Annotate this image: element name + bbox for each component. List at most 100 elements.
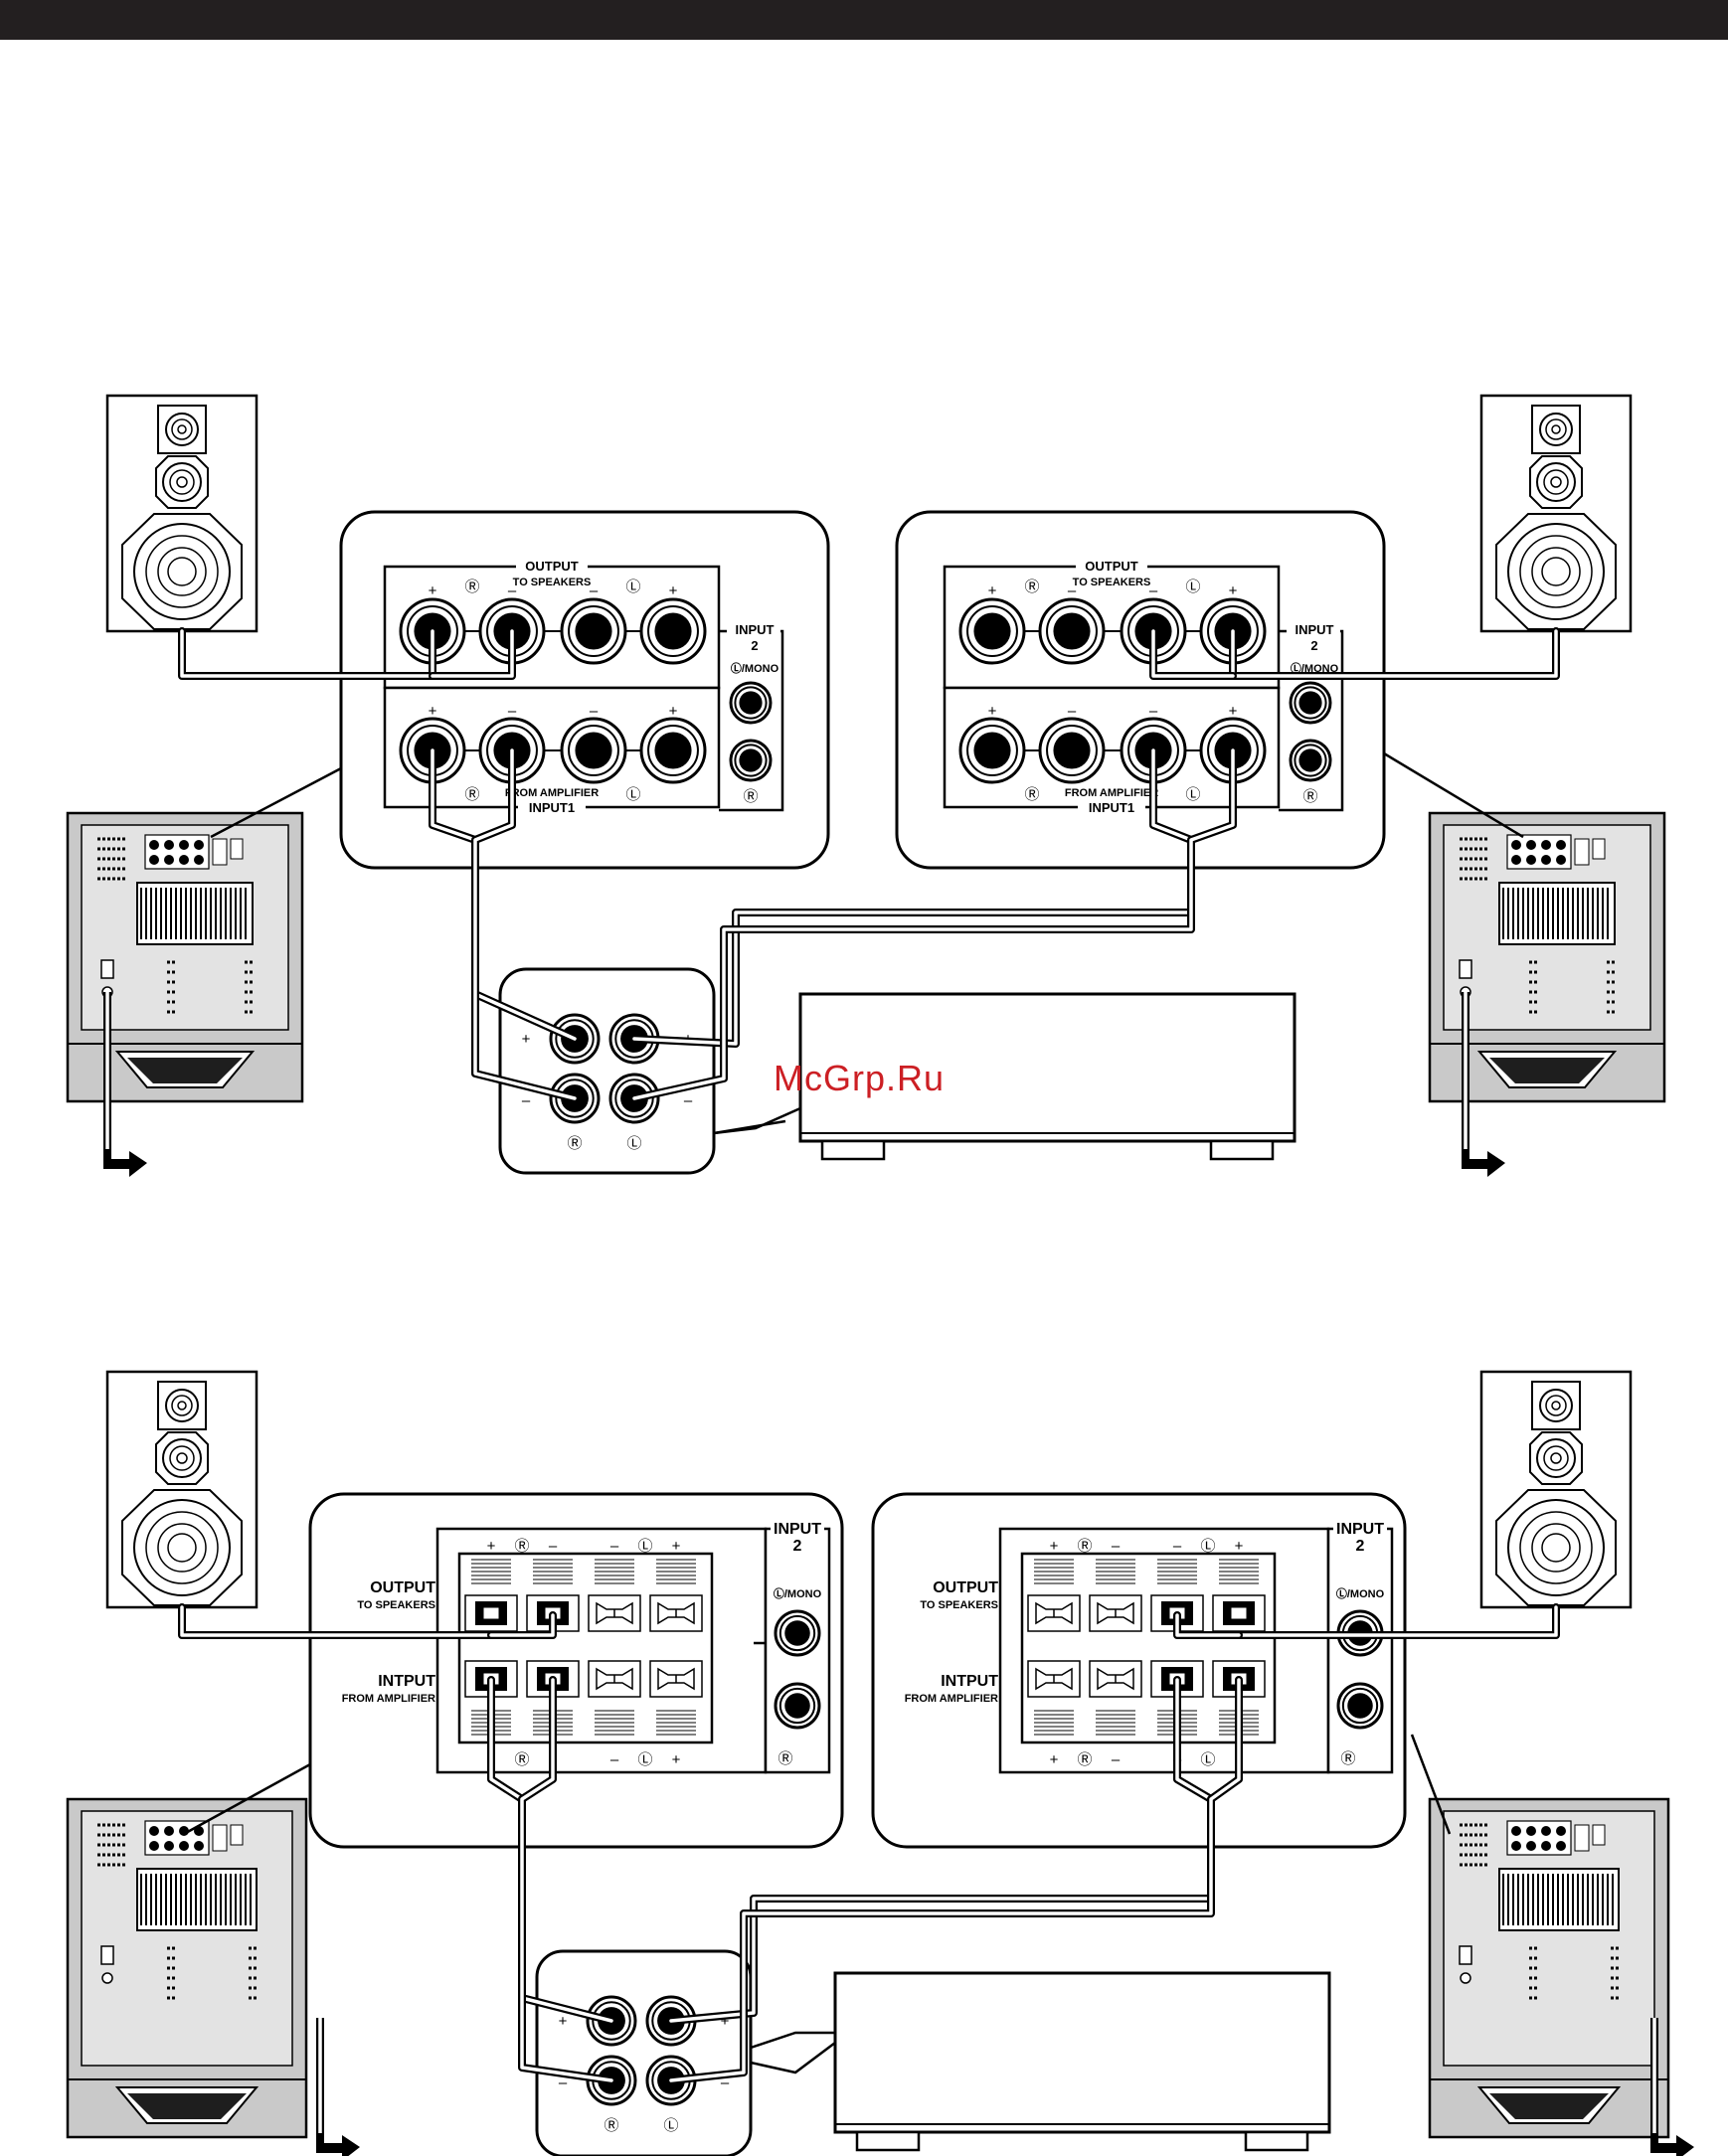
from-amplifier-label: FROM AMPLIFIER (905, 1693, 998, 1705)
polarity-mark: – (721, 2074, 730, 2091)
terminal-jack-icon (958, 597, 1026, 665)
polarity-mark: + (429, 703, 437, 720)
input-label: INTPUT (378, 1673, 435, 1690)
polarity-mark: + (988, 703, 997, 720)
terminal-jack-icon (1038, 717, 1106, 784)
spring-terminal-icon (464, 1594, 518, 1632)
polarity-mark: + (672, 1538, 681, 1555)
to-speakers-label: TO SPEAKERS (357, 1599, 435, 1611)
polarity-mark: – (1068, 582, 1077, 599)
input2-label: INPUT (1336, 1521, 1384, 1538)
terminal-jack-icon (639, 597, 707, 665)
polarity-mark: Ⓛ (637, 1538, 652, 1555)
polarity-mark: + (1229, 703, 1238, 720)
speaker-wire (178, 1603, 495, 1639)
speaker-wire (1149, 627, 1237, 680)
polarity-mark: + (1050, 1751, 1059, 1768)
polarity-mark: + (1235, 1538, 1244, 1555)
amplifier-icon (833, 1971, 1331, 2152)
input2-number: 2 (793, 1538, 802, 1555)
polarity-mark: – (549, 1538, 558, 1555)
polarity-mark: + (522, 1031, 531, 1048)
input-label: INTPUT (941, 1673, 998, 1690)
output-label: OUTPUT (525, 559, 579, 574)
l-mark: Ⓛ (625, 786, 640, 803)
input2-r-mark: Ⓡ (1302, 788, 1317, 805)
polarity-mark: – (1112, 1751, 1121, 1768)
polarity-mark: + (669, 703, 678, 720)
r-mark: Ⓡ (464, 786, 479, 803)
speaker-wire (429, 627, 516, 680)
amp-wire-left-minus (667, 1676, 1243, 2084)
r-mark: Ⓡ (1024, 786, 1039, 803)
polarity-mark: – (684, 1092, 693, 1109)
input2-label: INPUT (1296, 622, 1334, 637)
polarity-mark: Ⓡ (514, 1751, 529, 1768)
terminal-jack-icon (1289, 739, 1332, 782)
polarity-mark: Ⓡ (514, 1538, 529, 1555)
subwoofer-icon (1428, 1797, 1670, 2139)
spring-terminal-icon (649, 1660, 703, 1698)
speaker-cabinet-icon (105, 394, 259, 633)
spring-terminal-icon (1027, 1660, 1081, 1698)
amplifier-icon (798, 992, 1296, 1161)
polarity-mark: Ⓡ (1077, 1538, 1092, 1555)
input1-label: INPUT1 (529, 800, 575, 815)
output-label: OUTPUT (370, 1579, 435, 1596)
polarity-mark: + (487, 1538, 496, 1555)
terminal-jack-icon (1336, 1682, 1384, 1730)
terminal-jack-icon (729, 681, 773, 725)
polarity-mark: + (669, 582, 678, 599)
terminal-jack-icon (560, 717, 627, 784)
polarity-mark: + (672, 1751, 681, 1768)
polarity-mark: + (559, 2013, 568, 2030)
r-mark: Ⓡ (604, 2117, 618, 2134)
polarity-mark: – (1068, 703, 1077, 720)
terminal-jack-icon (560, 597, 627, 665)
amp-wire-right-minus (471, 746, 579, 1102)
terminal-jack-icon (958, 717, 1026, 784)
polarity-mark: – (1149, 703, 1158, 720)
polarity-mark: – (610, 1538, 619, 1555)
from-amplifier-label: FROM AMPLIFIER (342, 1693, 435, 1705)
spring-terminal-icon (588, 1660, 641, 1698)
polarity-mark: – (590, 703, 599, 720)
polarity-mark: – (1173, 1538, 1182, 1555)
polarity-mark: – (522, 1092, 531, 1109)
l-mark: Ⓛ (626, 1135, 641, 1152)
output-label: OUTPUT (933, 1579, 998, 1596)
polarity-mark: + (1050, 1538, 1059, 1555)
to-speakers-label: TO SPEAKERS (513, 577, 592, 588)
amp-wire-left-minus (630, 746, 1237, 1102)
spring-terminal-icon (1027, 1594, 1081, 1632)
spring-terminal-icon (649, 1594, 703, 1632)
r-mark: Ⓡ (1024, 579, 1039, 595)
to-speakers-label: TO SPEAKERS (920, 1599, 998, 1611)
subwoofer-icon (66, 1797, 308, 2139)
input2-label: INPUT (774, 1521, 821, 1538)
watermark: McGrp.Ru (774, 1058, 945, 1098)
polarity-mark: – (508, 582, 517, 599)
ac-plug-arrow-icon (1462, 992, 1505, 1177)
input2-r-mark: Ⓡ (778, 1750, 792, 1767)
l-mark: Ⓛ (625, 579, 640, 595)
subwoofer-icon (66, 811, 304, 1103)
ac-plug-arrow-icon (316, 2018, 360, 2156)
header-bar (0, 0, 1728, 40)
input2-number: 2 (751, 638, 758, 653)
speaker-cabinet-icon (105, 1370, 259, 1609)
ac-plug-arrow-icon (103, 992, 147, 1177)
polarity-mark: – (559, 2074, 568, 2091)
lmono-label: Ⓛ/MONO (774, 1586, 822, 1600)
r-mark: Ⓡ (567, 1135, 582, 1152)
lmono-label: Ⓛ/MONO (1291, 661, 1339, 675)
polarity-mark: – (508, 703, 517, 720)
polarity-mark: Ⓡ (1077, 1751, 1092, 1768)
spring-terminal-icon (1089, 1594, 1142, 1632)
polarity-mark: + (988, 582, 997, 599)
